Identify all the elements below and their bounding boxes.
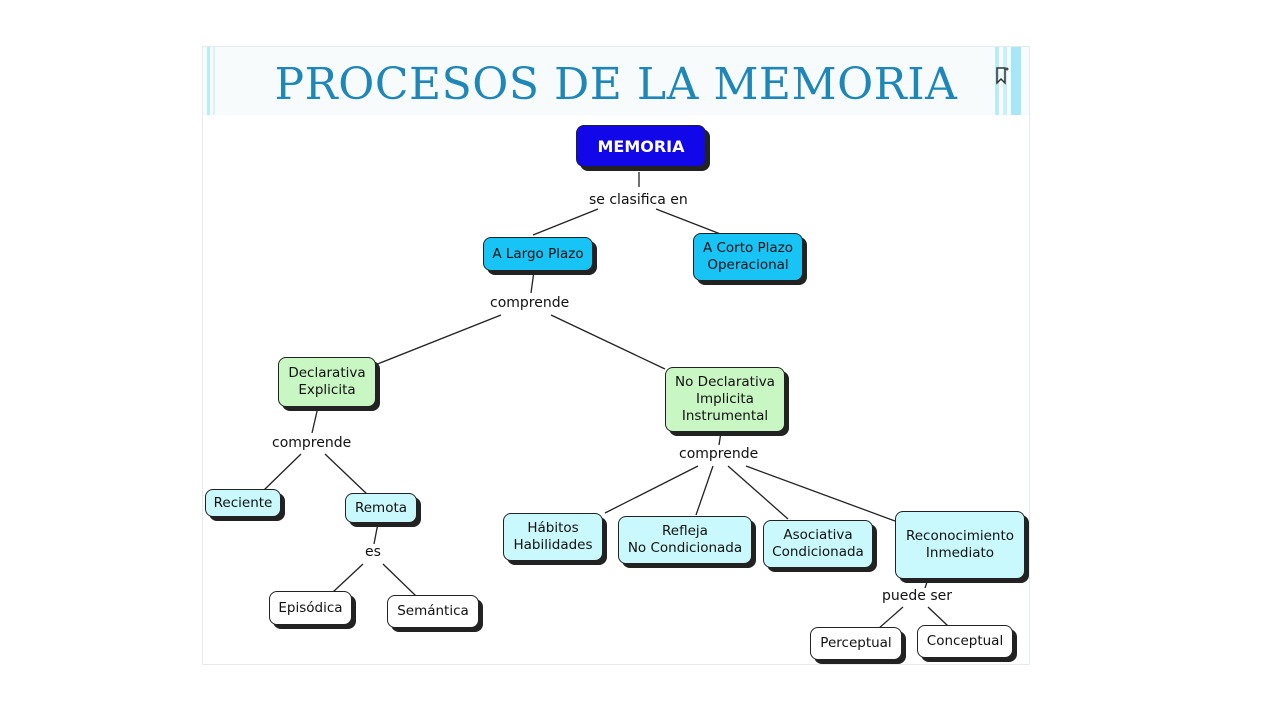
link-label-comprende: comprende (677, 446, 761, 462)
title-bar: PROCESOS DE LA MEMORIA (203, 47, 1029, 115)
node-asociativa: Asociativa Condicionada (763, 520, 873, 568)
concept-map-slide: PROCESOS DE LA MEMORIA (202, 46, 1030, 665)
node-refleja: Refleja No Condicionada (618, 516, 752, 564)
link-label-comprende: comprende (270, 435, 354, 451)
link-label-se-clasifica-en: se clasifica en (587, 192, 690, 208)
node-reciente: Reciente (205, 489, 281, 517)
link-label-comprende: comprende (488, 295, 572, 311)
node-conceptual: Conceptual (917, 625, 1013, 658)
node-semantica: Semántica (387, 595, 479, 628)
decorative-stripe (1011, 47, 1021, 115)
decorative-stripe (207, 47, 210, 115)
node-episodica: Episódica (269, 591, 352, 625)
link-label-es: es (363, 544, 383, 560)
link-label-puede-ser: puede ser (880, 588, 954, 604)
connector-lines (262, 172, 949, 630)
node-habitos: Hábitos Habilidades (503, 513, 603, 561)
node-memoria: MEMORIA (576, 125, 706, 167)
node-remota: Remota (345, 493, 417, 523)
node-corto-plazo: A Corto Plazo Operacional (693, 233, 803, 281)
bookmark-plus-icon[interactable] (991, 65, 1013, 87)
page-title: PROCESOS DE LA MEMORIA (274, 59, 958, 110)
node-no-declarativa: No Declarativa Implicita Instrumental (665, 367, 785, 432)
node-reconocimiento: Reconocimiento Inmediato (895, 511, 1025, 579)
node-perceptual: Perceptual (810, 627, 902, 660)
node-declarativa: Declarativa Explicita (278, 357, 376, 407)
decorative-stripe (213, 47, 215, 115)
node-largo-plazo: A Largo Plazo (483, 237, 593, 271)
